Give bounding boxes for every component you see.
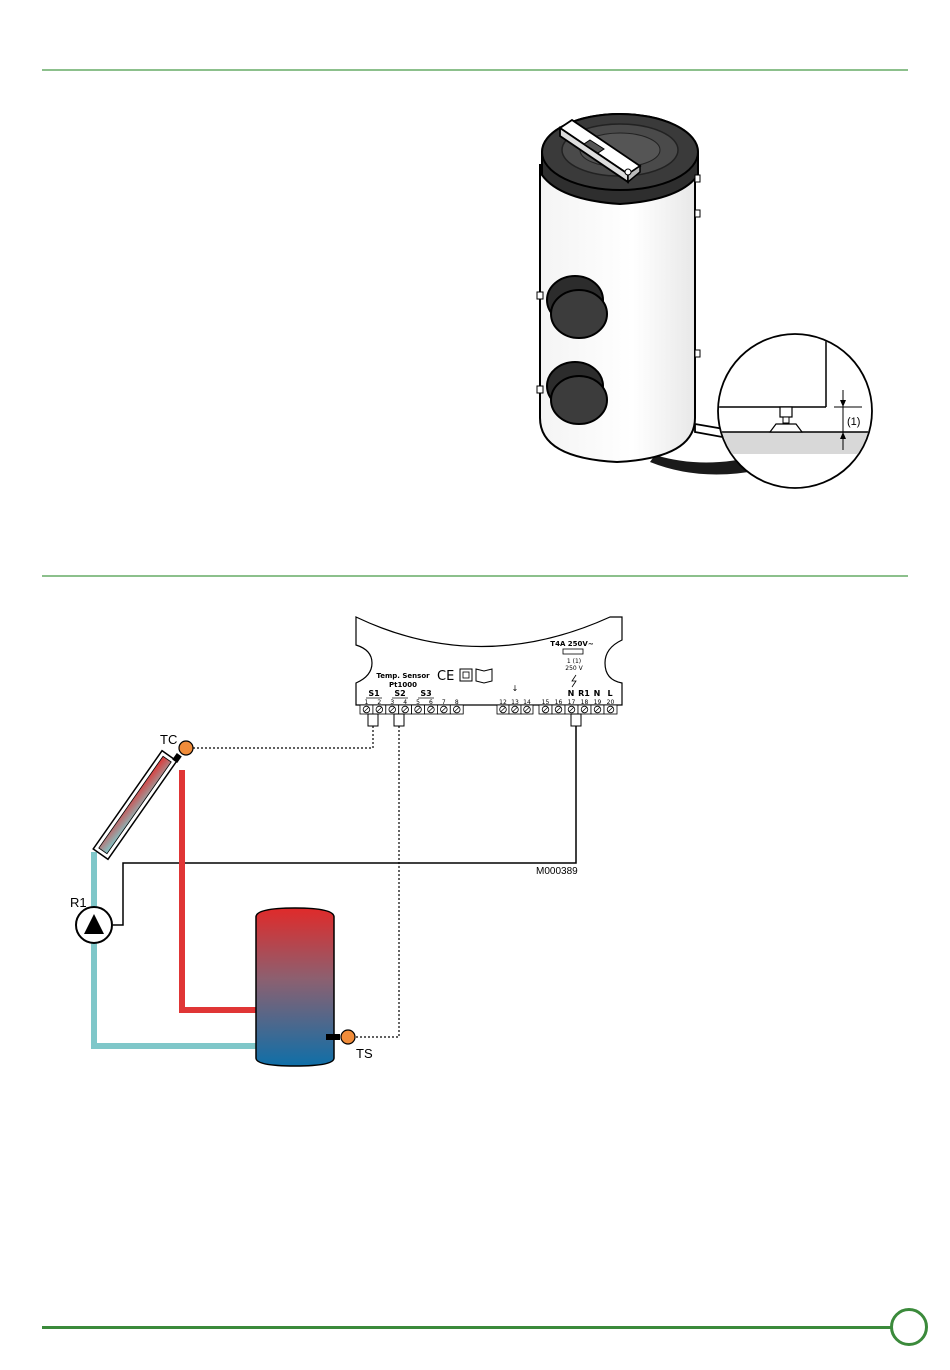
sensor-ts	[341, 1030, 355, 1044]
cold-pipe	[94, 852, 258, 1046]
footer-rule	[42, 1326, 892, 1329]
ts-label: TS	[356, 1046, 373, 1061]
r1-label: R1	[70, 895, 87, 910]
group-l-label: L	[607, 689, 612, 698]
fuse-label: T4A 250V~	[550, 640, 594, 648]
sensor-tc	[179, 741, 193, 755]
figure-code: M000389	[536, 866, 578, 877]
page-number-badge	[890, 1308, 928, 1346]
controller-terminal-panel: Temp. Sensor Pt1000 CE T4A 250V~ 1 (1) 2…	[356, 617, 622, 714]
group-r1-label: R1	[578, 689, 590, 698]
tc-sensor-cable	[186, 726, 373, 748]
pump-r1	[76, 907, 112, 943]
hot-pipe	[182, 770, 258, 1010]
ts-sensor-cable	[350, 726, 399, 1037]
group-s2-label: S2	[394, 689, 405, 698]
tc-label: TC	[160, 732, 177, 747]
pt1000-label: Pt1000	[389, 681, 417, 689]
group-n2-label: N	[594, 689, 601, 698]
storage-tank	[256, 908, 340, 1066]
group-s3-label: S3	[420, 689, 431, 698]
earth-icon: ↓	[512, 684, 519, 693]
relay-rating-2: 250 V	[565, 665, 583, 672]
temp-sensor-label: Temp. Sensor	[376, 672, 430, 680]
group-n1-label: N	[568, 689, 575, 698]
relay-rating-1: 1 (1)	[567, 658, 581, 665]
solar-collector	[93, 751, 177, 860]
group-s1-label: S1	[368, 689, 380, 698]
ce-mark: CE	[437, 669, 454, 684]
